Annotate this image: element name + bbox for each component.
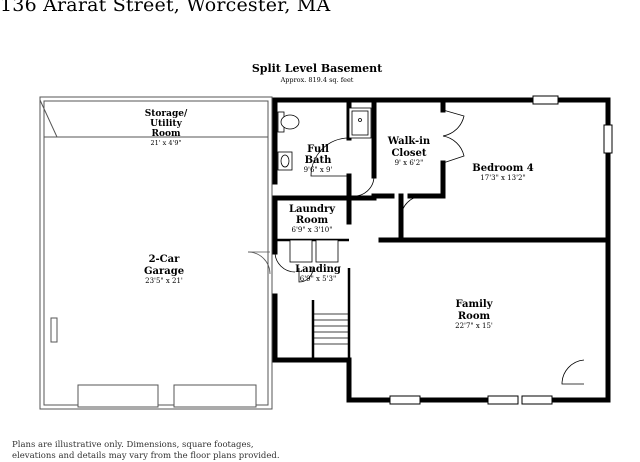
garage-label-2: Garage [144, 266, 184, 277]
disclaimer-line-1: Plans are illustrative only. Dimensions,… [12, 440, 254, 450]
laundry-appliances [289, 239, 339, 263]
closet-label-1: Walk-in [387, 136, 431, 147]
staircase [313, 313, 349, 345]
disclaimer-line-2: elevations and details may vary from the… [12, 451, 280, 461]
bath-label-2: Bath [305, 155, 333, 166]
plan-title: Split Level Basement [252, 62, 383, 75]
garage-entry-door [247, 251, 271, 275]
bedroom-dims: 17'3" x 13'2" [480, 174, 525, 182]
garage-doors [77, 384, 257, 408]
bath-fixtures [277, 107, 372, 171]
garage-label-1: 2-Car [149, 254, 181, 265]
laundry-dims: 6'9" x 3'10" [292, 226, 333, 234]
family-room-dims: 22'7" x 15' [455, 322, 493, 330]
laundry-label-2: Room [296, 215, 329, 226]
family-room-label-2: Room [458, 311, 491, 322]
bath-label-1: Full [307, 144, 329, 155]
closet-dims: 9' x 6'2" [395, 159, 424, 167]
closet-label-2: Closet [391, 148, 426, 159]
bath-dims: 9'6" x 9' [304, 166, 333, 174]
landing-label: Landing [295, 264, 341, 275]
storage-room-label-3: Room [151, 129, 180, 139]
garage-dims: 23'5" x 21' [145, 277, 183, 285]
interior-door-swings [274, 109, 585, 385]
storage-room-dims: 21' x 4'9" [151, 139, 182, 147]
plan-disclaimer: Plans are illustrative only. Dimensions,… [12, 440, 280, 462]
family-room-label-1: Family [455, 299, 493, 310]
laundry-label-1: Laundry [289, 204, 336, 215]
storage-room-label-1: Storage/ [145, 109, 188, 119]
plan-area: Approx. 819.4 sq. feet [280, 76, 354, 84]
landing-dims: 6'9" x 5'3" [300, 275, 337, 283]
garage-window [50, 317, 58, 343]
listing-address: 136 Ararat Street, Worcester, MA [0, 0, 331, 16]
main-walls [272, 97, 611, 403]
storage-room-label-2: Utility [150, 119, 182, 129]
windows [389, 95, 613, 405]
bedroom-label: Bedroom 4 [472, 163, 533, 174]
